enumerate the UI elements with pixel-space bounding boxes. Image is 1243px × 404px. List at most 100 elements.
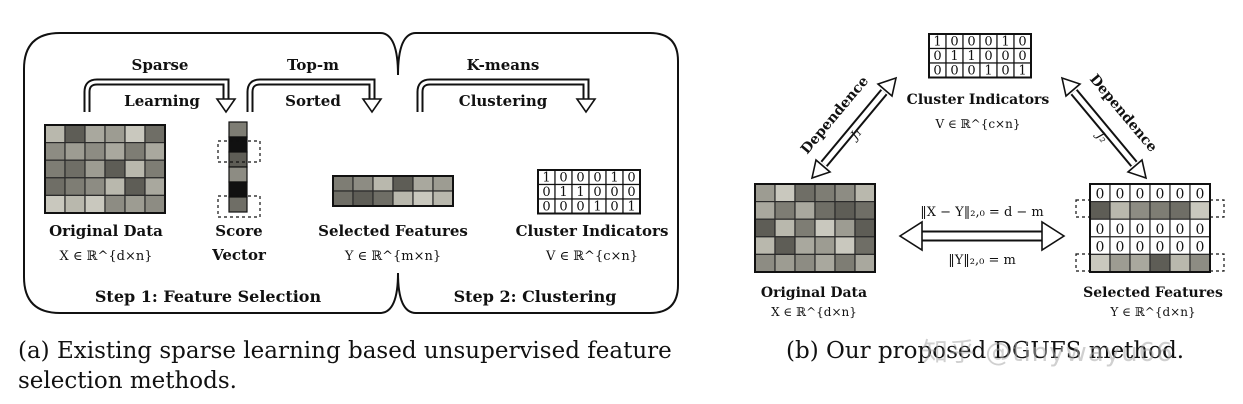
cluster-indicators-label: Cluster Indicators <box>516 222 669 240</box>
original-data-cell <box>124 177 146 197</box>
original-data-cell-b <box>794 253 816 273</box>
selected-feature-cell <box>352 175 374 192</box>
selected-features-label-b: Selected Features <box>1083 285 1223 301</box>
original-data-cell <box>104 159 126 179</box>
original-data-cell-b <box>774 183 796 203</box>
original-data-cell <box>44 159 66 179</box>
cluster-indicator-value: 1 <box>559 185 567 200</box>
cluster-indicator-value: 1 <box>627 200 635 215</box>
zero-value: 0 <box>1156 187 1165 203</box>
cluster-indicator-b-value: 0 <box>933 64 941 79</box>
arrow2-bottom-label: Sorted <box>285 92 341 110</box>
selected-features-math-b: Y ∈ ℝ^{d×n} <box>1109 305 1195 319</box>
cluster-indicators-label-b: Cluster Indicators <box>907 92 1050 108</box>
selected-feature-cell <box>372 190 394 207</box>
zero-value: 0 <box>1116 187 1125 203</box>
original-data-cell-b <box>854 201 876 220</box>
original-data-matrix <box>44 124 166 214</box>
original-data-cell <box>144 124 166 144</box>
original-data-cell <box>64 177 86 197</box>
original-data-cell <box>84 194 106 214</box>
arrow1-bottom-label: Learning <box>124 92 200 110</box>
cluster-indicator-b-value: 0 <box>967 35 975 50</box>
cluster-indicator-b-value: 0 <box>950 64 958 79</box>
zero-value: 0 <box>1196 187 1205 203</box>
cluster-indicator-value: 0 <box>610 200 618 215</box>
selected-feature-cell-b <box>1189 253 1211 273</box>
original-data-label: Original Data <box>49 222 163 240</box>
panel-a-outline <box>23 32 679 314</box>
selected-feature-cell-b <box>1129 201 1151 220</box>
original-data-cell <box>44 124 66 144</box>
cluster-indicator-b-value: 0 <box>950 35 958 50</box>
zero-value: 0 <box>1136 239 1145 255</box>
cluster-indicator-value: 0 <box>559 171 567 186</box>
original-data-cell <box>124 124 146 144</box>
original-data-cell-b <box>794 236 816 256</box>
cluster-indicator-b-value: 0 <box>984 49 992 64</box>
original-data-cell-b <box>794 201 816 220</box>
original-data-cell-b <box>854 253 876 273</box>
cluster-indicator-b-value: 1 <box>1018 64 1026 79</box>
original-data-cell <box>124 194 146 214</box>
original-data-cell-b <box>774 201 796 220</box>
original-data-cell-b <box>834 236 856 256</box>
cluster-indicator-b-value: 0 <box>933 49 941 64</box>
selected-feature-cell-b <box>1189 201 1211 220</box>
zero-value: 0 <box>1096 187 1105 203</box>
original-data-cell-b <box>754 218 776 238</box>
original-data-cell <box>104 194 126 214</box>
zero-value: 0 <box>1096 239 1105 255</box>
cluster-indicator-b-value: 0 <box>1001 64 1009 79</box>
original-data-cell-b <box>774 236 796 256</box>
cluster-indicator-value: 0 <box>542 185 550 200</box>
arrow1-top-label: Sparse <box>132 56 189 74</box>
original-data-cell <box>84 159 106 179</box>
original-data-cell <box>44 177 66 197</box>
cluster-indicator-value: 0 <box>593 171 601 186</box>
zero-value: 0 <box>1136 187 1145 203</box>
original-data-cell <box>84 177 106 197</box>
pruned-row-marker <box>1209 199 1225 218</box>
original-data-cell <box>104 177 126 197</box>
vector-label: Vector <box>211 246 267 264</box>
arrow3-top-label: K-means <box>467 56 540 74</box>
step2-label: Step 2: Clustering <box>454 287 617 306</box>
selected-feature-cell <box>352 190 374 207</box>
cluster-indicator-value: 0 <box>576 171 584 186</box>
top-m-sorted-arrow <box>246 78 383 114</box>
cluster-indicator-b-value: 1 <box>950 49 958 64</box>
original-data-cell-b <box>794 183 816 203</box>
cluster-indicators-math: V ∈ ℝ^{c×n} <box>545 249 638 264</box>
selected-features-label: Selected Features <box>318 222 468 240</box>
cluster-indicator-border <box>537 169 641 215</box>
selected-features-math: Y ∈ ℝ^{m×n} <box>344 249 441 264</box>
original-data-cell-b <box>834 253 856 273</box>
selected-feature-cell-b <box>1109 253 1131 273</box>
original-data-cell-b <box>814 183 836 203</box>
original-data-cell-b <box>794 218 816 238</box>
original-data-cell-b <box>754 201 776 220</box>
original-data-cell-b <box>854 236 876 256</box>
original-data-cell <box>124 142 146 161</box>
original-data-cell <box>144 177 166 197</box>
selected-feature-cell-b <box>1169 201 1191 220</box>
cluster-indicator-b-value: 0 <box>967 64 975 79</box>
score-cell <box>228 151 248 168</box>
zero-value: 0 <box>1176 239 1185 255</box>
original-data-cell-b <box>814 218 836 238</box>
original-data-cell-b <box>754 253 776 273</box>
score-selection-box <box>217 140 261 163</box>
cluster-indicator-b-border <box>928 33 1032 79</box>
original-data-cell-b <box>814 253 836 273</box>
score-vector <box>217 121 261 218</box>
zero-value: 0 <box>1156 239 1165 255</box>
selected-features-border-b <box>1089 183 1211 273</box>
score-cell <box>228 196 248 213</box>
original-data-cell <box>84 142 106 161</box>
cluster-indicator-value: 1 <box>610 171 618 186</box>
step1-label: Step 1: Feature Selection <box>95 287 322 306</box>
